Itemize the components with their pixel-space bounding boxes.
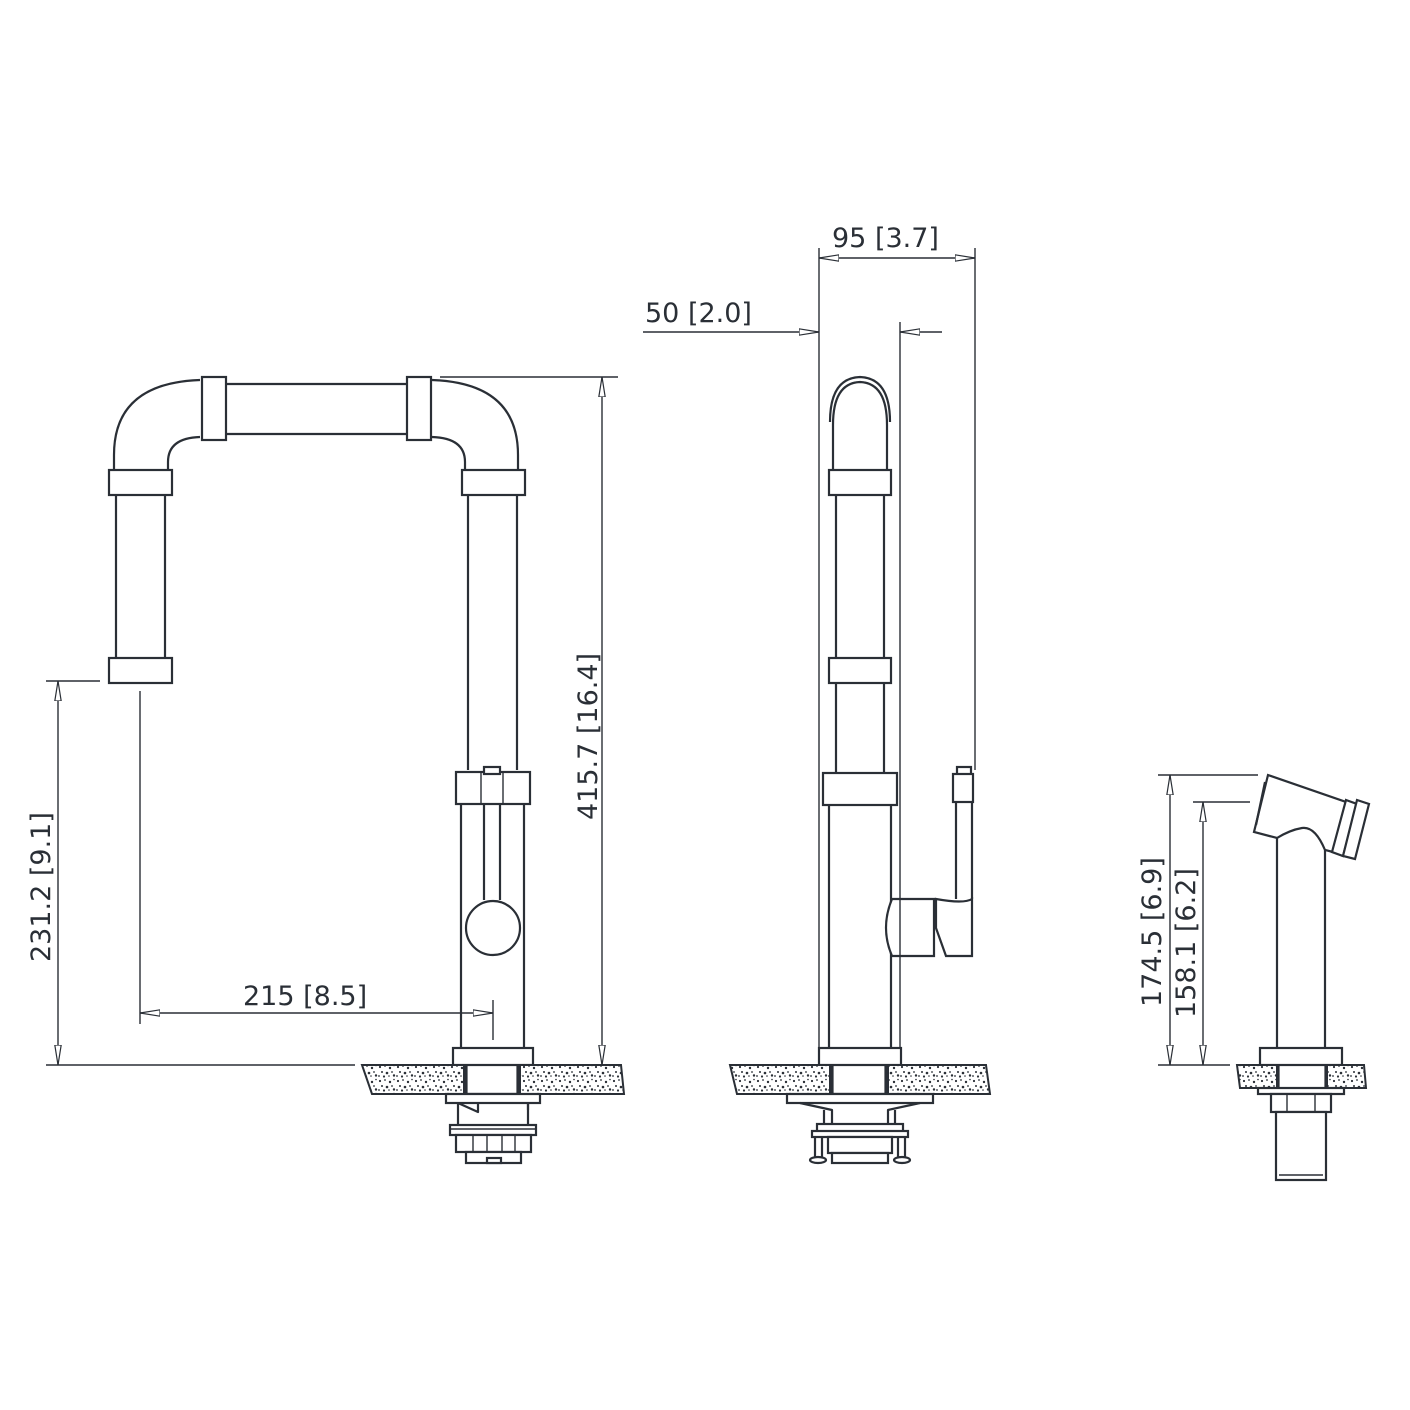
side-view: 95 [3.7] 50 [2.0] <box>643 223 992 1165</box>
label-spout-reach: 215 [8.5] <box>243 981 367 1012</box>
dimension-overall-height: 415.7 [16.4] <box>440 376 618 1065</box>
faucet-body <box>451 765 535 1067</box>
label-overall-height: 415.7 [16.4] <box>573 653 604 820</box>
spray-mount-hardware <box>1256 1086 1346 1182</box>
label-spray-total: 174.5 [6.9] <box>1137 857 1168 1007</box>
label-side-offset: 50 [2.0] <box>645 298 752 329</box>
mounting-hardware-side <box>785 1092 935 1165</box>
spout-side <box>821 375 899 1048</box>
dimension-side-depth: 95 [3.7] <box>818 223 976 1048</box>
countertop-front <box>360 1064 626 1096</box>
spray-head <box>1252 773 1371 861</box>
handle-side <box>884 765 975 958</box>
countertop-spray <box>1235 1064 1368 1089</box>
dimension-side-offset: 50 [2.0] <box>643 298 942 1048</box>
dimension-spray-head: 158.1 [6.2] <box>1171 801 1250 1065</box>
front-view: 415.7 [16.4] 231.2 [9.1] 215 [8.5] <box>26 375 626 1165</box>
dimension-spout-clearance: 231.2 [9.1] <box>26 680 355 1066</box>
label-spray-head: 158.1 [6.2] <box>1171 868 1202 1018</box>
label-side-depth: 95 [3.7] <box>832 223 939 254</box>
spout-gooseneck <box>107 375 527 770</box>
mounting-hardware-front <box>444 1092 542 1165</box>
label-spout-clearance: 231.2 [9.1] <box>26 812 57 962</box>
dimension-spray-total: 174.5 [6.9] <box>1137 774 1258 1066</box>
dimension-spout-reach: 215 [8.5] <box>139 691 494 1040</box>
handle-knob <box>464 899 522 957</box>
side-spray-view: 174.5 [6.9] 158.1 [6.2] <box>1137 773 1371 1182</box>
countertop-side <box>728 1064 992 1096</box>
